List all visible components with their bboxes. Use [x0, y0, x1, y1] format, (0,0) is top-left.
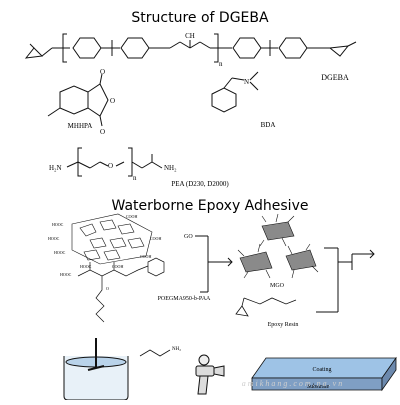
- mhhpa-label: MHHPA: [68, 122, 93, 130]
- pea-structure: [66, 147, 163, 177]
- page-title: Structure of DGEBA: [131, 10, 269, 26]
- poegma-phenyl: [147, 257, 165, 277]
- go-label-6: COOH: [140, 254, 151, 259]
- go-label-4: COOH: [150, 236, 161, 241]
- epoxy-resin-structure: [235, 297, 297, 317]
- go-label-2: COOH: [126, 214, 137, 219]
- cyclohexane-ring: [59, 85, 89, 115]
- bda-benzene-ring: [211, 87, 237, 113]
- dgeba-structure: [24, 33, 357, 63]
- poegma-o: O: [106, 286, 109, 291]
- benzene-ring-1: [72, 37, 102, 59]
- go-label-3: HOOC: [48, 236, 60, 241]
- go-sheet: [71, 213, 153, 265]
- mgo-label: MGO: [270, 283, 285, 289]
- amine-nh2: NH₂: [172, 347, 181, 352]
- spray-gun: [195, 354, 225, 395]
- section-title-waterborne: Waterborne Epoxy Adhesive: [112, 198, 309, 214]
- poegma-hooc: HOOC: [60, 272, 72, 277]
- watermark: a m i k h a n g . c o m . n a . v n: [242, 379, 342, 388]
- combine-bracket: [316, 247, 375, 313]
- pea-h2n-label: H₂N: [49, 164, 62, 172]
- bda-label: BDA: [261, 121, 276, 129]
- dgeba-label: DGEBA: [321, 73, 349, 82]
- go-label-1: HOOC: [52, 222, 64, 227]
- go-label-5: HOOC: [54, 250, 66, 255]
- benzene-ring-4: [278, 37, 308, 59]
- mhhpa-o-bottom: O: [100, 128, 105, 136]
- dgeba-ch-label: CH: [185, 32, 195, 40]
- anhydride-ring: [87, 83, 109, 117]
- pea-label: PEA (D230, D2000): [171, 180, 229, 188]
- pea-o-label: O: [108, 162, 113, 170]
- epoxy-resin-label: Epoxy Resin: [268, 322, 299, 328]
- poegma-label: POEGMA950-b-PAA: [158, 296, 211, 302]
- dgeba-n-label: n: [219, 60, 223, 68]
- substrate-label: Substrate: [307, 384, 330, 390]
- beaker: [63, 338, 129, 401]
- mhhpa-o-top: O: [100, 68, 105, 76]
- poegma-structure: [77, 257, 165, 323]
- bda-n-label: N: [244, 78, 249, 86]
- epoxide-ring-right: [328, 45, 350, 57]
- pea-nh2-label: NH₂: [164, 164, 177, 172]
- go-label-8: HOOC: [80, 264, 92, 269]
- benzene-ring-3: [232, 37, 262, 59]
- bda-structure: [211, 71, 259, 113]
- go-tag: GO: [184, 234, 193, 240]
- amine-sketch: [139, 349, 171, 357]
- go-label-7: COOH: [112, 264, 123, 269]
- mgo-flakes: [237, 213, 319, 279]
- mhhpa-o-mid: O: [110, 97, 115, 105]
- mhhpa-structure: [47, 73, 109, 127]
- pea-n-label: n: [133, 174, 137, 182]
- coating-label: Coating: [313, 367, 332, 373]
- mix-bracket: [195, 235, 233, 293]
- coating-block: [251, 356, 397, 392]
- epoxide-ring-left: [24, 47, 44, 59]
- benzene-ring-2: [120, 37, 150, 59]
